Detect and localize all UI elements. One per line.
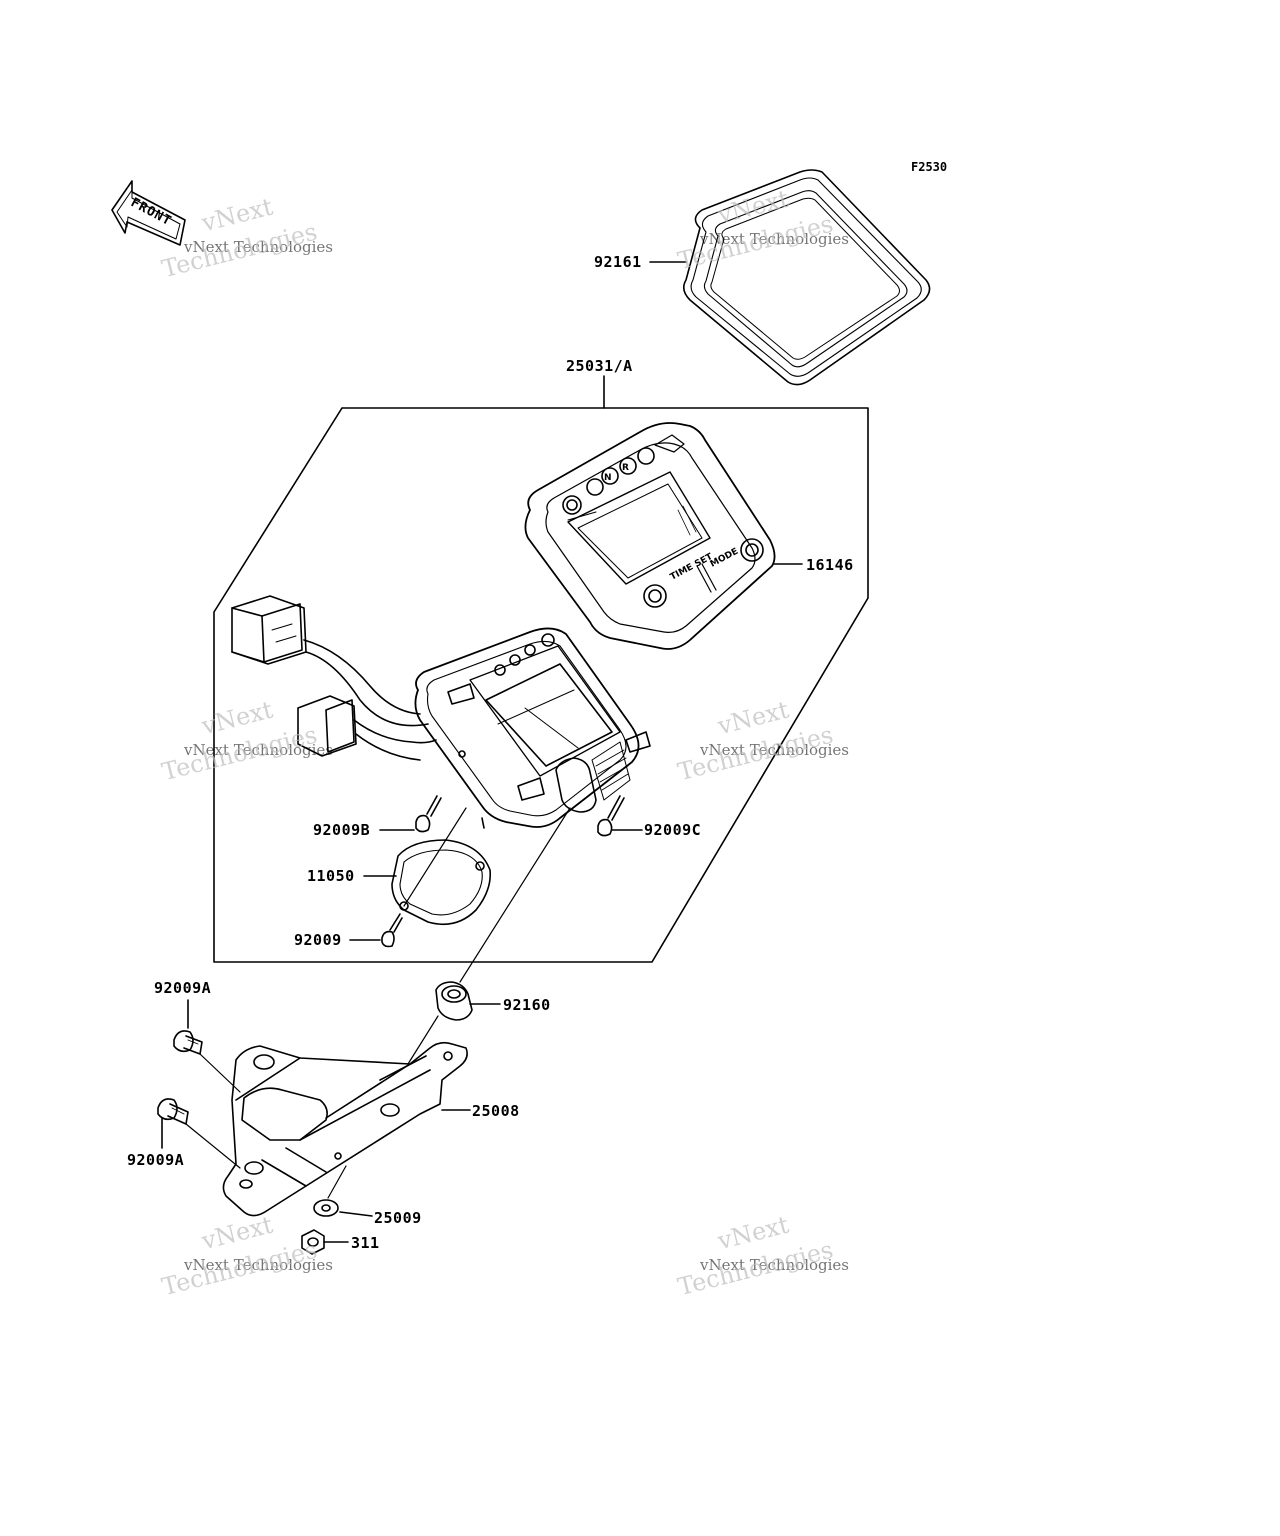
part-label-92161: 92161 (594, 253, 642, 271)
grommet-92160 (435, 981, 473, 1021)
part-label-25008: 25008 (472, 1102, 520, 1120)
nut-311 (301, 1229, 325, 1255)
part-label-92160: 92160 (503, 996, 551, 1014)
screw-92009 (381, 913, 403, 948)
part-label-25009: 25009 (374, 1209, 422, 1227)
wire-harness (231, 595, 437, 761)
bolt-92009A-top (173, 1030, 203, 1055)
part-label-92009A-bottom: 92009A (127, 1151, 185, 1169)
bracket-25008 (222, 1041, 468, 1217)
bolt-92009A-bottom (157, 1098, 189, 1125)
meter-body (414, 627, 651, 829)
part-label-11050: 11050 (307, 867, 355, 885)
svg-text:R: R (622, 463, 629, 473)
part-label-92009B: 92009B (313, 821, 371, 839)
front-label: FRONT (128, 195, 174, 229)
part-label-92009: 92009 (294, 931, 342, 949)
diagram-code: F2530 (911, 160, 948, 174)
gasket-ring-92161 (682, 169, 931, 386)
part-label-92009A-top: 92009A (154, 979, 212, 997)
plate-11050 (391, 839, 492, 926)
part-label-92009C: 92009C (644, 821, 702, 839)
part-label-311: 311 (351, 1234, 380, 1252)
screw-92009C (597, 795, 625, 837)
leader-25009 (339, 1211, 373, 1217)
svg-text:N: N (604, 473, 612, 483)
meter-cover-16146: N R (524, 422, 776, 650)
part-label-16146: 16146 (806, 556, 854, 574)
screw-92009B (415, 795, 442, 833)
washer-25009 (313, 1199, 339, 1217)
meter-mode-text: MODE (709, 547, 740, 570)
front-arrow-icon (111, 180, 186, 246)
assembly-boundary (213, 407, 869, 963)
part-label-25031: 25031/A (566, 357, 633, 375)
